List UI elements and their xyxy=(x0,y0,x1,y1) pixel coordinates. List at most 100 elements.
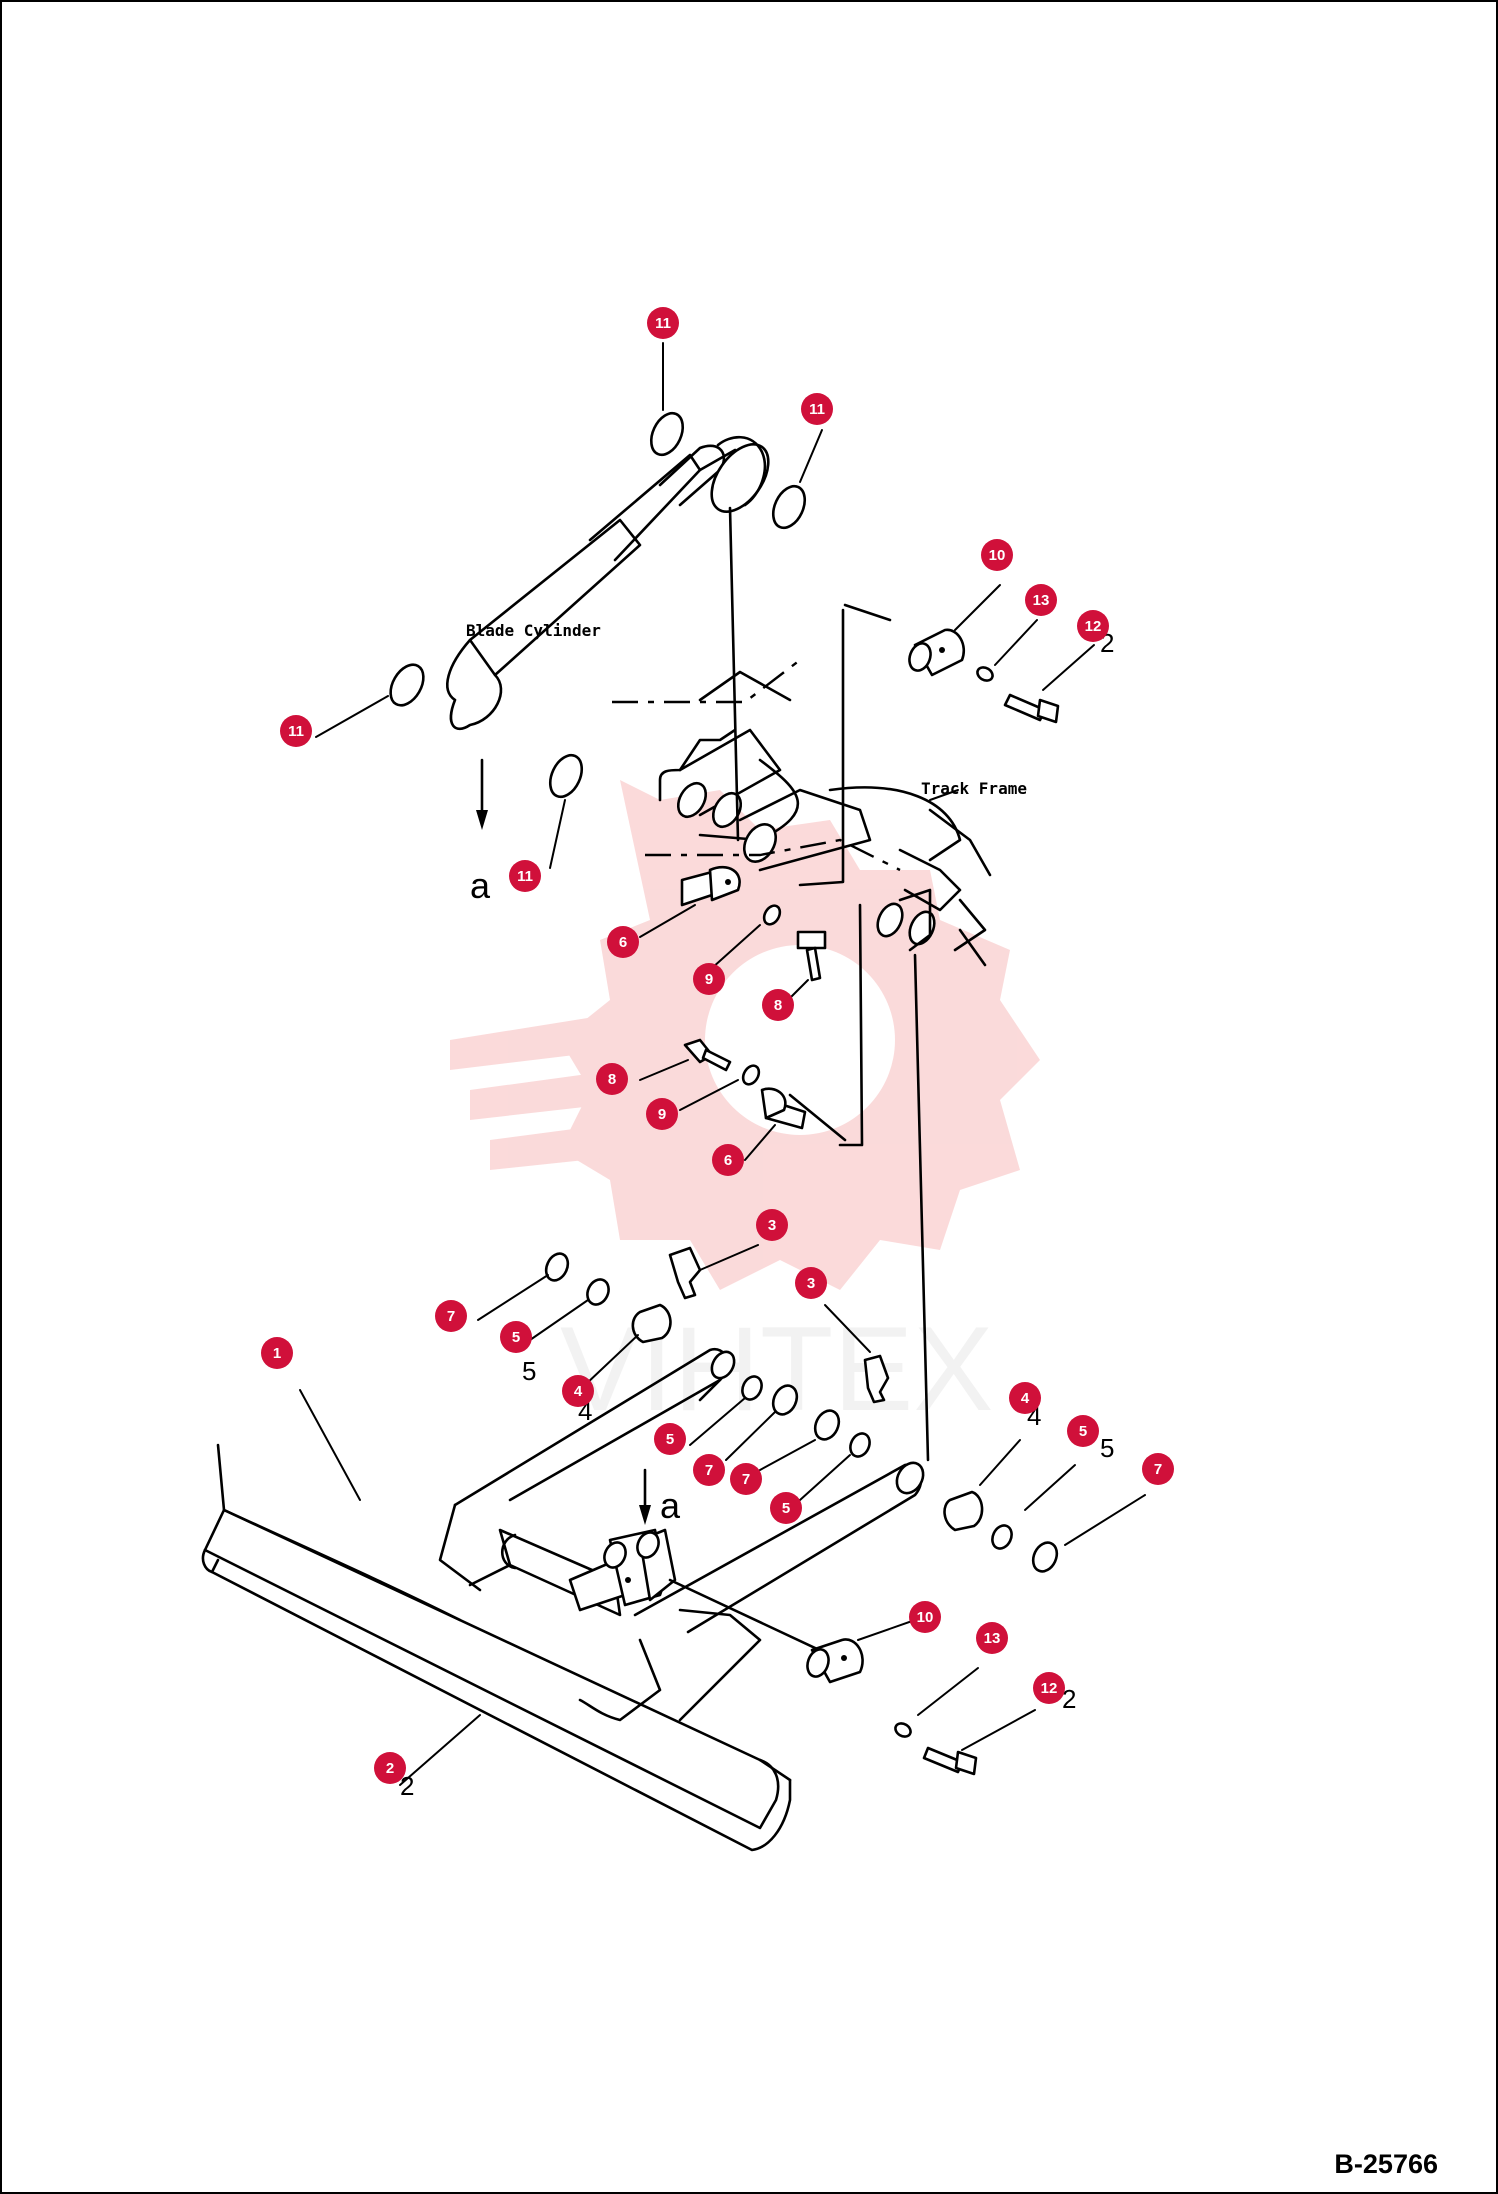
callout-7: 7 xyxy=(435,1300,467,1332)
callout-number: 7 xyxy=(705,1462,713,1479)
callout-10: 10 xyxy=(909,1601,941,1633)
callout-number: 6 xyxy=(619,934,627,951)
callout-circle xyxy=(1009,1382,1041,1414)
pin-10-lower xyxy=(806,1619,1036,1776)
grease-fitting-3-lower xyxy=(824,1304,890,1404)
callout-circle xyxy=(280,715,312,747)
callout-11: 11 xyxy=(509,860,541,892)
callout-4: 4 xyxy=(562,1375,594,1407)
callout-circle xyxy=(261,1337,293,1369)
svg-text:5: 5 xyxy=(1100,1433,1114,1463)
callout-1: 1 xyxy=(261,1337,293,1369)
callout-11: 11 xyxy=(801,393,833,425)
callout-number: 13 xyxy=(1033,592,1050,609)
callout-8: 8 xyxy=(762,989,794,1021)
washer-7-left xyxy=(544,1252,570,1282)
svg-text:2: 2 xyxy=(1062,1684,1076,1714)
callout-number: 3 xyxy=(807,1275,815,1292)
track-frame-label: Track Frame xyxy=(921,779,1027,798)
bush-5-left xyxy=(586,1278,610,1306)
callout-6: 6 xyxy=(607,926,639,958)
callout-circle xyxy=(762,989,794,1021)
callout-13: 13 xyxy=(976,1622,1008,1654)
callout-circle xyxy=(647,307,679,339)
callout-number: 11 xyxy=(517,868,533,885)
bush-5-center-b xyxy=(849,1432,871,1458)
bush-4-left xyxy=(631,1303,672,1344)
callout-5: 5 xyxy=(770,1492,802,1524)
callout-number: 9 xyxy=(705,971,713,988)
callout-circle xyxy=(981,539,1013,571)
callout-number: 11 xyxy=(288,723,304,740)
callout-13: 13 xyxy=(1025,584,1057,616)
bush-4-right xyxy=(943,1490,984,1532)
callout-number: 7 xyxy=(1154,1461,1162,1478)
callout-circle xyxy=(1025,584,1057,616)
callout-circle xyxy=(500,1321,532,1353)
callout-number: 9 xyxy=(658,1106,666,1123)
callout-12: 12 xyxy=(1077,610,1109,642)
pin-6-lower xyxy=(639,1038,807,1161)
callout-11: 11 xyxy=(647,307,679,339)
callout-number: 8 xyxy=(774,997,782,1014)
callout-number: 12 xyxy=(1041,1680,1058,1697)
callout-circle xyxy=(976,1622,1008,1654)
washer-7-center-b xyxy=(813,1409,841,1441)
blade-arm-frame: a xyxy=(453,1347,925,1722)
callout-number: 10 xyxy=(989,547,1006,564)
callout-2: 2 xyxy=(374,1752,406,1784)
svg-text:2: 2 xyxy=(400,1771,414,1801)
callout-9: 9 xyxy=(693,963,725,995)
callout-5: 5 xyxy=(500,1321,532,1353)
callout-number: 5 xyxy=(1079,1423,1087,1440)
callout-4: 4 xyxy=(1009,1382,1041,1414)
bush-5-right xyxy=(991,1524,1013,1550)
callout-circle xyxy=(435,1300,467,1332)
callout-circle xyxy=(909,1601,941,1633)
washer-7-right xyxy=(1031,1541,1059,1573)
callout-12: 12 xyxy=(1033,1672,1065,1704)
washer-11-left xyxy=(389,663,425,707)
callout-number: 3 xyxy=(768,1217,776,1234)
callout-3: 3 xyxy=(756,1209,788,1241)
callout-circle xyxy=(693,963,725,995)
callout-8: 8 xyxy=(596,1063,628,1095)
stray-digits: 5 4 4 5 2 2 2 xyxy=(400,628,1114,1801)
watermark-text: VIHTEX xyxy=(560,1302,993,1436)
grease-fitting-3-upper xyxy=(668,1244,759,1300)
callout-number: 5 xyxy=(666,1431,674,1448)
callout-circle xyxy=(1067,1415,1099,1447)
diagram-code: B-25766 xyxy=(1334,2149,1438,2179)
track-frame: Track Frame xyxy=(612,659,1027,967)
callout-6: 6 xyxy=(712,1144,744,1176)
callout-circle xyxy=(801,393,833,425)
callout-9: 9 xyxy=(646,1098,678,1130)
callout-7: 7 xyxy=(693,1454,725,1486)
callout-circle xyxy=(730,1463,762,1495)
callout-number: 6 xyxy=(724,1152,732,1169)
callout-circle xyxy=(712,1144,744,1176)
callout-circle xyxy=(596,1063,628,1095)
callout-5: 5 xyxy=(654,1423,686,1455)
callout-number: 11 xyxy=(809,401,825,418)
callout-number: 7 xyxy=(447,1308,455,1325)
callout-number: 1 xyxy=(273,1345,281,1362)
bush-5-center xyxy=(741,1375,763,1401)
washer-7-center-a xyxy=(771,1384,799,1416)
callout-circle xyxy=(693,1454,725,1486)
callout-circle xyxy=(756,1209,788,1241)
callout-circle xyxy=(770,1492,802,1524)
ref-a-label-lower: a xyxy=(660,1485,681,1526)
pin-6-upper xyxy=(639,865,827,1001)
callout-circle xyxy=(374,1752,406,1784)
blade-cylinder-label: Blade Cylinder xyxy=(466,621,601,640)
washer-11-top xyxy=(649,411,685,457)
callout-3: 3 xyxy=(795,1267,827,1299)
callout-7: 7 xyxy=(1142,1453,1174,1485)
ref-a-label-top: a xyxy=(470,865,491,906)
callout-circle xyxy=(646,1098,678,1130)
dozer-blade xyxy=(201,1389,792,1852)
